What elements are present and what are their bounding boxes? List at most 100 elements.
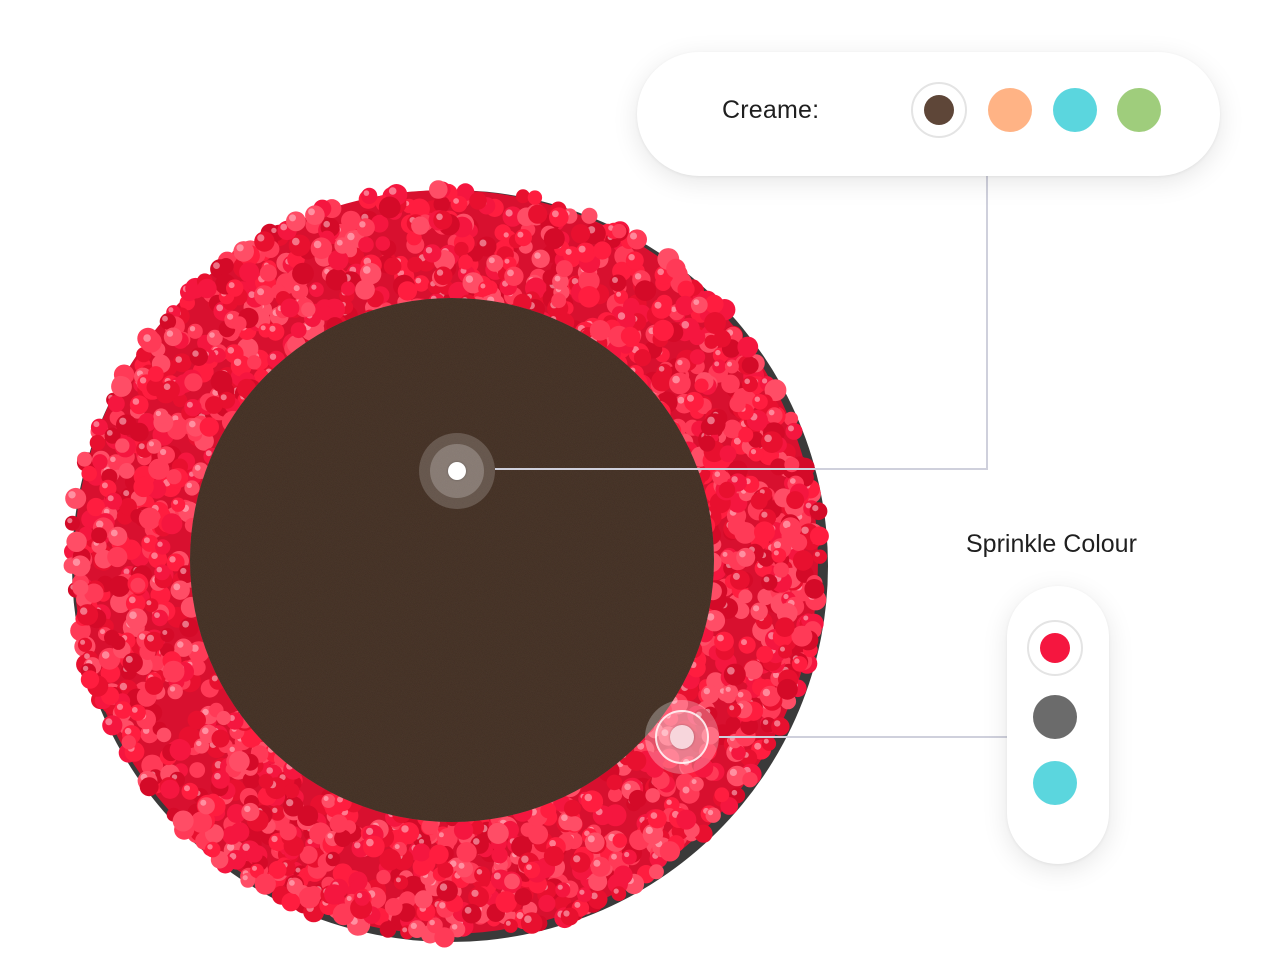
sprinkle-highlight: [138, 443, 145, 450]
sprinkle-dot: [334, 829, 352, 847]
sprinkle-highlight: [425, 247, 433, 254]
sprinkle-dot: [108, 526, 128, 547]
sprinkle-dot: [761, 736, 777, 751]
sprinkle-highlight: [236, 244, 244, 252]
sprinkle-dot: [771, 717, 790, 736]
sprinkle-highlight: [173, 583, 181, 591]
sprinkle-dot: [239, 262, 260, 283]
sprinkle-highlight: [464, 906, 472, 914]
sprinkle-dot: [677, 280, 695, 298]
sprinkle-dot: [633, 349, 652, 367]
sprinkle-dot: [105, 492, 123, 510]
sprinkle-highlight: [119, 417, 127, 425]
creame-swatch-cyan[interactable]: [1053, 88, 1097, 132]
sprinkle-dot: [623, 297, 640, 315]
creame-swatch-peach[interactable]: [988, 88, 1032, 132]
creame-hotspot[interactable]: [419, 433, 495, 509]
sprinkle-dot: [647, 809, 667, 829]
sprinkle-highlight: [418, 838, 425, 845]
sprinkle-dot: [247, 355, 262, 370]
sprinkle-highlight: [151, 552, 158, 559]
sprinkle-highlight: [366, 838, 374, 847]
sprinkle-highlight: [347, 232, 355, 241]
sprinkle-highlight: [280, 223, 288, 231]
sprinkle-highlight: [616, 291, 622, 297]
sprinkle-dot: [259, 264, 277, 282]
sprinkle-highlight: [202, 727, 209, 735]
sprinkle-dot: [528, 204, 548, 224]
sprinkle-highlight: [293, 285, 300, 292]
sprinkle-dot: [130, 577, 146, 593]
sprinkle-dot: [809, 526, 829, 546]
sprinkle-dot: [279, 823, 297, 841]
sprinkle-highlight: [687, 394, 694, 402]
sprinkle-highlight: [805, 502, 812, 509]
sprinkle-dot: [280, 298, 300, 318]
creame-swatch-green[interactable]: [1117, 88, 1161, 132]
sprinkle-dot: [102, 715, 123, 736]
sprinkle-hotspot[interactable]: [645, 700, 719, 774]
sprinkle-highlight: [100, 629, 105, 635]
sprinkle-highlight: [228, 282, 235, 289]
sprinkle-dot: [321, 794, 336, 808]
sprinkle-dot: [341, 210, 361, 231]
sprinkle-dot: [147, 366, 164, 382]
sprinkle-dot: [291, 282, 309, 300]
sprinkle-dot: [254, 873, 276, 895]
sprinkle-dot: [129, 422, 149, 442]
sprinkle-dot: [674, 357, 691, 373]
sprinkle-highlight: [471, 889, 479, 897]
creame-swatch-brown[interactable]: [911, 82, 967, 138]
sprinkle-highlight: [517, 231, 524, 238]
sprinkle-dot: [72, 579, 89, 596]
sprinkle-dot: [299, 845, 318, 864]
sprinkle-highlight: [166, 330, 174, 337]
sprinkle-dot: [226, 279, 244, 297]
sprinkle-dot: [478, 281, 493, 296]
sprinkle-dot: [757, 588, 774, 606]
sprinkle-highlight: [196, 740, 202, 747]
sprinkle-dot: [581, 790, 604, 813]
sprinkle-dot: [612, 833, 628, 848]
sprinkle-dot: [156, 727, 172, 743]
sprinkle-dot: [504, 873, 520, 890]
sprinkle-dot: [433, 266, 453, 286]
sprinkle-dot: [211, 729, 230, 748]
sprinkle-highlight: [763, 738, 769, 744]
sprinkle-highlight: [744, 378, 750, 385]
sprinkle-dot: [737, 336, 759, 358]
sprinkle-dot: [543, 846, 565, 867]
sprinkle-highlight: [227, 347, 235, 354]
sprinkle-dot: [334, 237, 351, 254]
sprinkle-dot: [286, 211, 306, 232]
sprinkle-dot: [204, 841, 221, 858]
sprinkle-dot: [423, 244, 442, 263]
sprinkle-dot: [246, 846, 263, 863]
sprinkle-dot: [138, 507, 161, 530]
sprinkle-dot: [354, 890, 370, 906]
sprinkle-dot: [756, 645, 774, 663]
sprinkle-dot: [129, 704, 146, 721]
sprinkle-dot: [398, 822, 420, 844]
sprinkle-swatch-cyan[interactable]: [1033, 761, 1077, 805]
sprinkle-highlight: [311, 284, 317, 290]
sprinkle-swatch-red[interactable]: [1027, 620, 1083, 676]
sprinkle-highlight: [162, 630, 168, 635]
sprinkle-dot: [144, 676, 164, 695]
sprinkle-dot: [110, 592, 132, 613]
sprinkle-highlight: [763, 576, 770, 583]
sprinkle-highlight: [762, 688, 771, 697]
sprinkle-highlight: [761, 511, 768, 518]
sprinkle-dot: [620, 326, 640, 346]
sprinkle-dot: [527, 190, 543, 205]
sprinkle-swatch-grey[interactable]: [1033, 695, 1077, 739]
sprinkle-dot: [714, 631, 734, 652]
sprinkle-picker: [1007, 586, 1109, 864]
sprinkle-highlight: [220, 394, 227, 401]
sprinkle-dot: [727, 703, 742, 718]
sprinkle-highlight: [654, 301, 662, 309]
sprinkle-highlight: [186, 401, 193, 408]
sprinkle-dot: [511, 836, 533, 857]
sprinkle-dot: [329, 814, 348, 833]
sprinkle-highlight: [191, 644, 199, 652]
